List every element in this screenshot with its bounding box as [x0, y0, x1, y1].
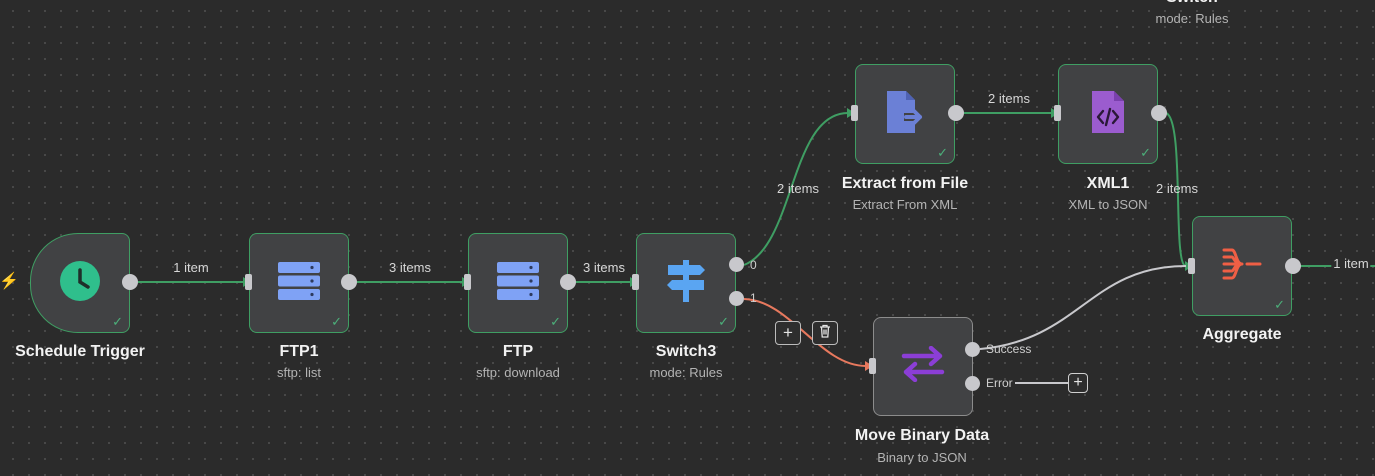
success-check-icon: ✓ — [550, 314, 561, 329]
input-port[interactable] — [1188, 258, 1195, 274]
node-subtitle-xml1: XML to JSON — [1068, 197, 1148, 212]
edge-move-binary-aggregate[interactable] — [979, 265, 1187, 350]
edge-add-button[interactable]: + — [775, 321, 801, 345]
output-port[interactable] — [560, 274, 576, 290]
node-ftp[interactable]: ✓ — [468, 233, 568, 333]
output-port[interactable] — [1285, 258, 1301, 274]
node-title-switch: Switch — [1082, 0, 1302, 8]
input-port[interactable] — [1054, 105, 1061, 121]
node-move-binary-data[interactable] — [873, 317, 973, 416]
signpost-icon — [664, 258, 708, 309]
output-label-1: 1 — [750, 291, 757, 305]
node-subtitle-move-binary-data: Binary to JSON — [877, 450, 967, 465]
node-switch3[interactable]: ✓ — [636, 233, 736, 333]
aggregate-icon — [1220, 246, 1264, 287]
node-subtitle-extract-from-file: Extract From XML — [852, 197, 958, 212]
output-label-success: Success — [986, 342, 1032, 356]
edge-delete-button[interactable] — [812, 321, 838, 345]
add-node-button[interactable]: + — [1068, 373, 1088, 393]
node-title-ftp1: FTP1 — [279, 343, 319, 360]
trash-icon — [819, 323, 831, 343]
success-check-icon: ✓ — [112, 314, 123, 329]
swap-arrows-icon — [900, 345, 946, 387]
edge-label-extract-xml1: 2 items — [988, 91, 1030, 106]
trigger-bolt-icon: ⚡ — [0, 273, 19, 290]
edge-label-xml1-aggregate: 2 items — [1156, 181, 1198, 196]
success-check-icon: ✓ — [937, 145, 948, 160]
node-extract-from-file[interactable]: ✓ — [855, 64, 955, 164]
node-ftp1[interactable]: ✓ — [249, 233, 349, 333]
node-subtitle-ftp: sftp: download — [476, 365, 560, 380]
node-title-xml1: XML1 — [1086, 175, 1130, 192]
output-port-error[interactable] — [965, 376, 980, 391]
output-port[interactable] — [1151, 105, 1167, 121]
node-xml1[interactable]: ✓ — [1058, 64, 1158, 164]
server-icon — [277, 261, 321, 306]
edge-label-ftp1-ftp: 3 items — [389, 260, 431, 275]
output-port[interactable] — [122, 274, 138, 290]
edge-label-aggregate-out: 1 item — [1331, 256, 1371, 272]
input-port[interactable] — [851, 105, 858, 121]
server-icon — [496, 261, 540, 306]
output-port-1[interactable] — [729, 291, 744, 306]
edge-xml1-aggregate[interactable] — [1165, 112, 1187, 267]
input-port[interactable] — [245, 274, 252, 290]
edge-switch3-extract[interactable] — [743, 112, 849, 266]
node-subtitle-switch: mode: Rules — [1155, 11, 1229, 26]
node-subtitle-ftp1: sftp: list — [276, 365, 322, 380]
input-port[interactable] — [464, 274, 471, 290]
output-port-success[interactable] — [965, 342, 980, 357]
node-subtitle-switch3: mode: Rules — [649, 365, 723, 380]
node-title-schedule-trigger: Schedule Trigger — [15, 343, 145, 360]
node-title-ftp: FTP — [502, 343, 534, 360]
code-file-icon — [1090, 89, 1126, 140]
node-title-aggregate: Aggregate — [1202, 326, 1282, 343]
clock-icon — [58, 259, 102, 308]
node-aggregate[interactable]: ✓ — [1192, 216, 1292, 316]
output-port[interactable] — [948, 105, 964, 121]
node-title-switch3: Switch3 — [655, 343, 717, 360]
success-check-icon: ✓ — [1274, 297, 1285, 312]
output-port[interactable] — [341, 274, 357, 290]
output-label-error: Error — [986, 376, 1013, 390]
edge-label-trigger-ftp1: 1 item — [173, 260, 209, 275]
success-check-icon: ✓ — [718, 314, 729, 329]
file-export-icon — [882, 89, 928, 140]
output-port-0[interactable] — [729, 257, 744, 272]
edge-label-ftp-switch3: 3 items — [583, 260, 625, 275]
edge-switch3-move-binary[interactable] — [743, 298, 867, 367]
node-title-extract-from-file: Extract from File — [841, 175, 969, 192]
success-check-icon: ✓ — [331, 314, 342, 329]
edge-label-switch3-extract: 2 items — [777, 181, 819, 196]
node-schedule-trigger[interactable]: ✓ — [30, 233, 130, 333]
success-check-icon: ✓ — [1140, 145, 1151, 160]
node-title-move-binary-data: Move Binary Data — [854, 427, 990, 444]
input-port[interactable] — [869, 358, 876, 374]
output-label-0: 0 — [750, 258, 757, 272]
input-port[interactable] — [632, 274, 639, 290]
